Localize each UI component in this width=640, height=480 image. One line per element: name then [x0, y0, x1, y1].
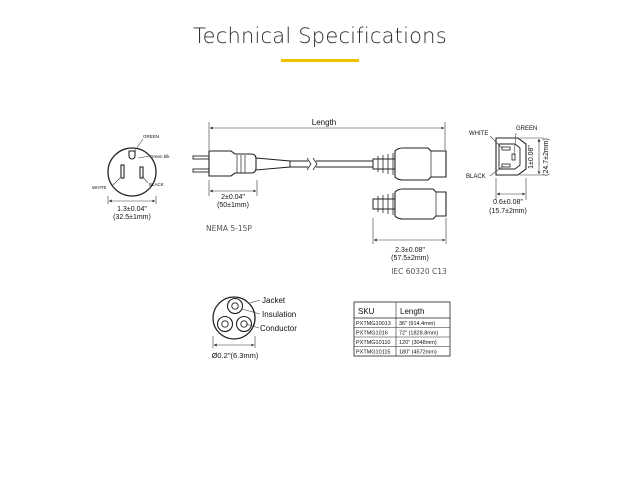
c13-height-dim-mm: (24.7±2mm) — [543, 138, 550, 176]
cable-diameter: Ø0.2"(6.3mm) — [212, 351, 259, 360]
nema-plug-face: GREEN Green blk WHITE BLACK 1.3±0.04" (3… — [92, 134, 170, 221]
c13-face-view: WHITE GREEN BLACK 1±0.08" (24.7±2mm) 0.6… — [466, 126, 550, 215]
table-row-sku: PXTMG1016 — [356, 331, 388, 337]
c13-label-black: BLACK — [466, 174, 486, 180]
plug-face-outline — [107, 147, 157, 197]
connector-top-strain-relief — [372, 198, 396, 210]
connector-type-label: IEC 60320 C13 — [391, 267, 447, 276]
label-insulation: Insulation — [262, 310, 296, 319]
insulation-right — [235, 315, 253, 333]
page-title: Technical Specifications — [193, 24, 447, 48]
table-row-length: 72" (1828.8mm) — [399, 331, 438, 337]
label-green-blk: Green blk — [150, 154, 170, 159]
hot-blade — [139, 166, 144, 179]
table-row-sku: PXTMG10115 — [356, 350, 390, 356]
label-white: WHITE — [92, 185, 107, 190]
neutral-blade — [120, 164, 125, 179]
insulation-left — [216, 315, 234, 333]
c13-slot-ground — [511, 153, 516, 161]
length-header: Length — [400, 307, 424, 316]
table-row-length: 180" (4572mm) — [399, 350, 437, 356]
cable-cross-section: Jacket Insulation Conductor Ø0.2"(6.3mm) — [212, 296, 298, 360]
connector-strain-relief — [372, 158, 396, 170]
label-green: GREEN — [143, 134, 159, 139]
title-underline — [281, 59, 359, 62]
plug-face-dim-inch: 1.3±0.04" — [117, 206, 147, 213]
table-row-length: 36" (914.4mm) — [399, 321, 435, 327]
plug-body — [208, 150, 257, 177]
table-row-sku: PXTMG10110 — [356, 340, 390, 346]
cable-side-view: Length 2±0.04" (50±1mm) NEMA 5-15P — [192, 118, 447, 276]
c13-depth-dim-inch: 0.6±0.08" — [493, 199, 523, 206]
plug-prong-top — [192, 155, 210, 160]
table-row-length: 120" (3048mm) — [399, 340, 437, 346]
conductor-left — [221, 320, 229, 328]
connector-body — [394, 147, 447, 181]
plug-face-dim-mm: (32.5±1mm) — [113, 214, 151, 221]
c13-outline — [495, 137, 527, 176]
label-conductor: Conductor — [260, 324, 297, 333]
plug-type-label: NEMA 5-15P — [206, 224, 252, 233]
c13-height-dim-inch: 1±0.08" — [528, 145, 535, 169]
insulation-top — [226, 297, 244, 315]
plug-dim-mm: (50±1mm) — [217, 202, 249, 209]
c13-slot-top — [501, 146, 511, 151]
table-row-sku: PXTMG10013 — [356, 321, 391, 327]
cable-break-left — [306, 157, 312, 171]
plug-prong-bottom — [192, 168, 210, 173]
jacket-outline — [212, 296, 256, 340]
sku-table-border — [353, 301, 451, 357]
length-label: Length — [312, 118, 336, 127]
plug-strain-relief — [255, 157, 291, 171]
label-black: BLACK — [149, 182, 164, 187]
ground-pin — [128, 150, 136, 160]
conductor-right — [240, 320, 248, 328]
sku-table: SKU Length PXTMG10013 36" (914.4mm) PXTM… — [353, 301, 451, 357]
connector-dim-mm: (57.5±2mm) — [391, 255, 429, 262]
plug-dim-inch: 2±0.04" — [221, 194, 245, 201]
conductor-top — [231, 302, 239, 310]
c13-slot-bottom — [501, 163, 511, 168]
label-jacket: Jacket — [262, 296, 286, 305]
connector-top-body — [394, 188, 447, 220]
c13-label-green: GREEN — [516, 126, 537, 132]
cable-break-right — [312, 157, 318, 171]
connector-dim-inch: 2.3±0.08" — [395, 247, 425, 254]
c13-label-white: WHITE — [469, 131, 488, 137]
sku-header: SKU — [358, 307, 375, 316]
c13-depth-dim-mm: (15.7±2mm) — [489, 208, 527, 215]
